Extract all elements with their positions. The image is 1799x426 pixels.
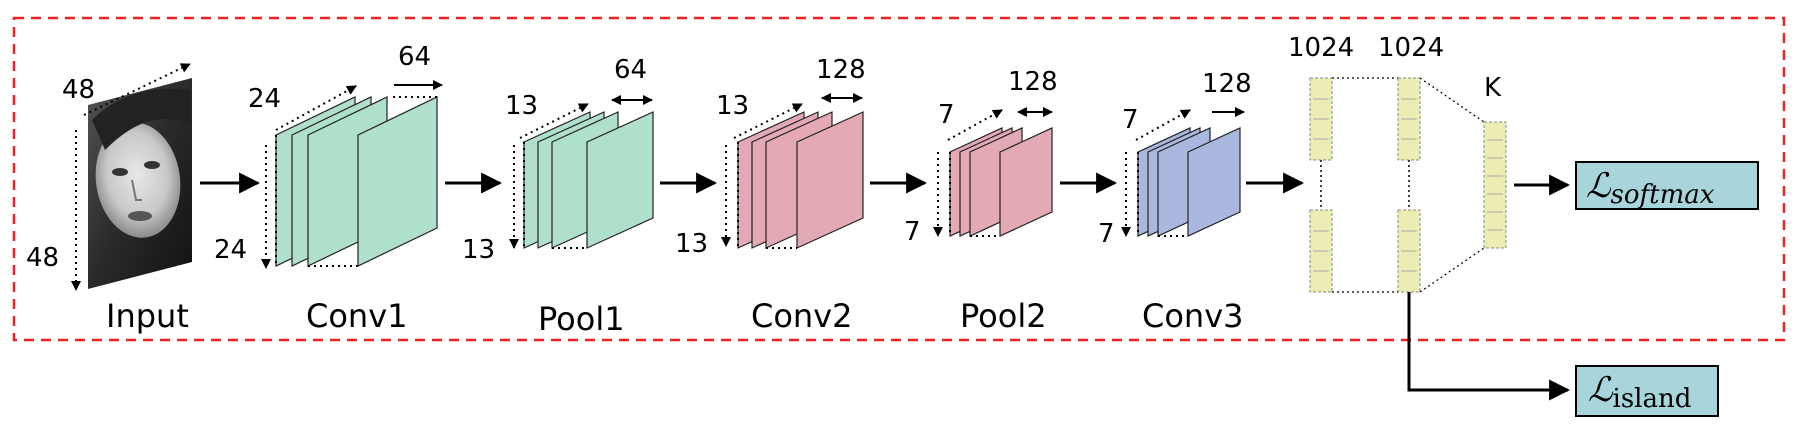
face-image-icon xyxy=(88,78,192,289)
input-size-left: 48 xyxy=(26,243,59,273)
pool1-size-left: 13 xyxy=(462,235,495,265)
pool2-size-left: 7 xyxy=(904,217,921,247)
pool1-size-top: 13 xyxy=(505,91,538,121)
pool1-width-arrow xyxy=(519,103,589,139)
island-loss-symbol: ℒ xyxy=(1588,370,1614,410)
conv3-size-left: 7 xyxy=(1098,219,1115,249)
input-stage: 48 48 Input xyxy=(26,63,192,335)
softmax-loss-symbol: ℒ xyxy=(1586,166,1612,206)
conv2-stage: 13 13 128 Conv2 xyxy=(675,55,866,335)
svg-text:ℒisland: ℒisland xyxy=(1588,370,1691,414)
input-size-top: 48 xyxy=(62,75,95,105)
fc1-size: 1024 xyxy=(1288,33,1354,63)
pool2-stage: 7 7 128 Pool2 xyxy=(904,67,1058,335)
conv2-size-top: 13 xyxy=(716,91,749,121)
conv2-size-left: 13 xyxy=(675,229,708,259)
conv3-width-arrow xyxy=(1135,109,1191,141)
output-size: K xyxy=(1484,73,1502,103)
conv1-size-top: 24 xyxy=(248,84,281,114)
conv2-depth: 128 xyxy=(816,55,866,85)
pool2-width-arrow xyxy=(947,109,1003,141)
fc1-column xyxy=(1309,77,1333,293)
conv1-depth: 64 xyxy=(398,42,431,72)
island-loss-box: ℒisland xyxy=(1575,365,1719,417)
conv1-size-left: 24 xyxy=(214,235,247,265)
pool2-size-top: 7 xyxy=(938,100,955,130)
pool2-depth: 128 xyxy=(1008,67,1058,97)
conv2-width-arrow xyxy=(733,103,803,139)
conv3-depth: 128 xyxy=(1202,69,1252,99)
model-frame xyxy=(12,16,1786,342)
pool1-depth: 64 xyxy=(614,55,647,85)
svg-text:ℒsoftmax: ℒsoftmax xyxy=(1586,166,1715,210)
conv1-label: Conv1 xyxy=(306,297,408,335)
softmax-loss-subscript: softmax xyxy=(1611,180,1715,210)
output-k-column xyxy=(1483,121,1507,249)
softmax-loss-box: ℒsoftmax xyxy=(1575,161,1759,210)
arrow-to-island xyxy=(1407,292,1571,401)
conv2-label: Conv2 xyxy=(751,297,853,335)
island-loss-subscript: island xyxy=(1613,384,1692,414)
pool1-label: Pool1 xyxy=(538,300,625,338)
fc2-size: 1024 xyxy=(1378,33,1444,63)
pool1-stage: 13 13 64 Pool1 xyxy=(462,55,654,338)
conv3-label: Conv3 xyxy=(1142,297,1244,335)
conv3-stage: 7 7 128 Conv3 xyxy=(1098,69,1252,335)
fc-layers: 1024 1024 K xyxy=(1288,33,1507,293)
conv1-stage: 24 24 64 Conv1 xyxy=(214,42,443,335)
conv3-size-top: 7 xyxy=(1122,105,1139,135)
input-label: Input xyxy=(106,297,189,335)
input-width-arrow xyxy=(83,63,191,116)
pool2-label: Pool2 xyxy=(960,297,1047,335)
fc2-column xyxy=(1397,77,1421,293)
